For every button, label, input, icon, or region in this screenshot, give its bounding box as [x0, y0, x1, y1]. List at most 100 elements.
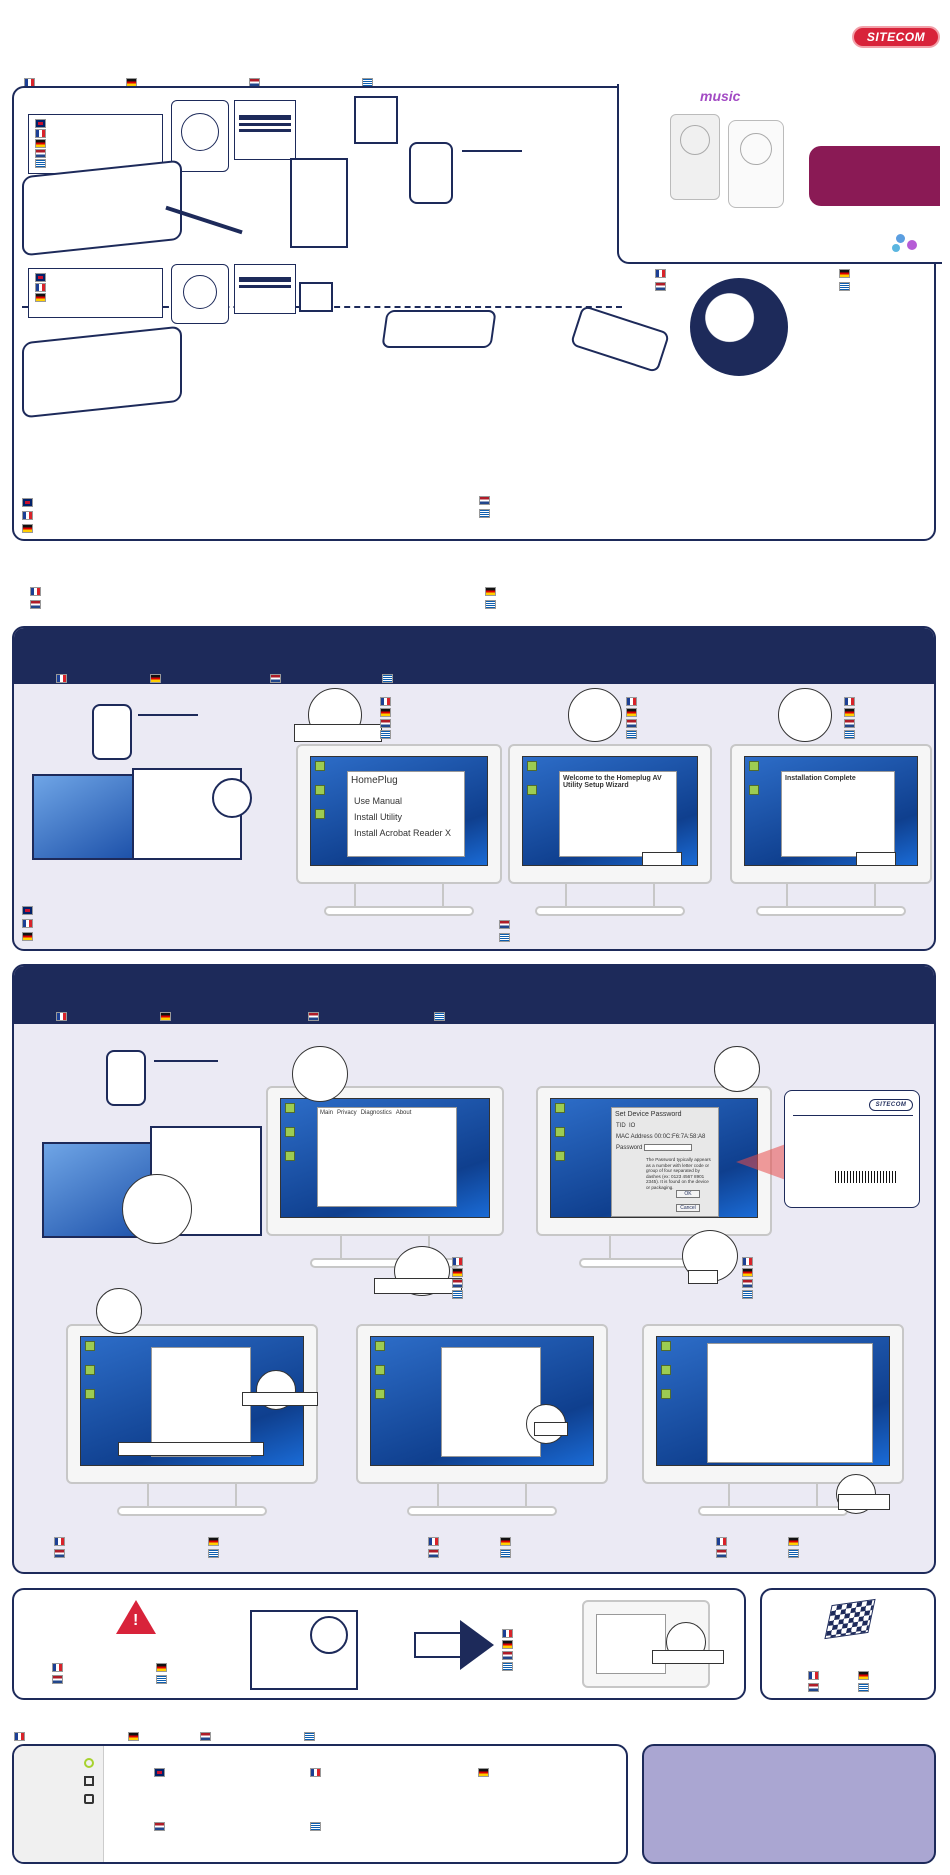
mac-label: MAC Address: [616, 1134, 653, 1140]
close-button-zoom[interactable]: [838, 1494, 890, 1510]
language-card-lower: [28, 268, 163, 318]
caption-flags-m1: [428, 1536, 439, 1560]
device-label: [234, 100, 296, 160]
finish-panel: [760, 1588, 936, 1700]
zoom-callout-main: [292, 1046, 348, 1102]
menu-install-utility[interactable]: Install Utility: [354, 812, 403, 822]
install-complete-dialog: Installation Complete: [781, 771, 895, 857]
device-front: [171, 100, 229, 172]
password-input[interactable]: [644, 1143, 693, 1151]
zoom-label-1: [294, 724, 382, 742]
homeplug-led-icon: [84, 1794, 94, 1804]
warning-flags-r: [156, 1662, 167, 1686]
barcode-icon: [835, 1171, 897, 1183]
wall-socket-lower: [299, 282, 333, 312]
decor-dots-icon: [890, 230, 926, 256]
scan-button-zoom[interactable]: [374, 1278, 462, 1294]
pc-tower: [290, 158, 348, 248]
zoom-callout-3: [778, 688, 832, 742]
globe-icon: [690, 278, 788, 376]
ok-button-zoom[interactable]: [688, 1270, 718, 1284]
mac-value: 00:0C:F6:7A:58:A8: [654, 1134, 706, 1140]
homeplug-title: HomePlug: [351, 775, 398, 786]
device-led-photo: [14, 1746, 104, 1862]
product-adapter-2: [728, 120, 784, 208]
arrow-line-pairing: [154, 1060, 218, 1062]
big-arrow-icon: [460, 1620, 494, 1670]
warning-flags-l: [52, 1662, 63, 1686]
next-button-zoom[interactable]: [642, 852, 682, 866]
arrow-body: [414, 1632, 462, 1658]
led-info-panel: [12, 1744, 628, 1864]
menu-screen-small: [582, 1600, 710, 1688]
wall-socket: [354, 96, 398, 144]
adapter-drawing: [22, 159, 182, 257]
product-adapter-1: [670, 114, 720, 200]
confirm-dialog: [441, 1347, 541, 1457]
menu-user-manual[interactable]: Use Manual: [354, 796, 403, 806]
step-flags-3: [844, 696, 855, 740]
install-screen-3: Installation Complete: [730, 744, 932, 916]
caption-flags-l2: [208, 1536, 219, 1560]
product-title-band: [809, 146, 940, 206]
install-utility-zoom[interactable]: [652, 1650, 724, 1664]
ok-button[interactable]: OK: [676, 1190, 700, 1198]
adapter-drawing-lower: [22, 325, 182, 419]
caption-flags-right: [479, 494, 490, 520]
ethernet-led-icon: [84, 1776, 94, 1786]
bottom-flags: [14, 1728, 25, 1746]
step-flags-a: [452, 1256, 463, 1300]
utility-dialog: Main Privacy Diagnostics About: [317, 1107, 457, 1207]
tab-about[interactable]: About: [395, 1110, 412, 1116]
zoom-callout-password: [714, 1046, 760, 1092]
software-install-panel: HomePlug Use Manual Install Utility Inst…: [12, 626, 936, 951]
cd-disc-icon: [212, 778, 252, 818]
arrow-line: [462, 150, 522, 152]
software-install-header: [14, 628, 934, 684]
caption-flags-m2: [500, 1536, 511, 1560]
music-word: music: [700, 88, 741, 104]
mid-flags-left: [30, 585, 41, 611]
device-label-lower: [234, 264, 296, 314]
step-flags-b: [742, 1256, 753, 1300]
confirm-ok-zoom[interactable]: [534, 1422, 568, 1436]
zoom-callout-2: [568, 688, 622, 742]
mid-flags-right: [485, 585, 496, 611]
tab-main[interactable]: Main: [320, 1110, 334, 1116]
device-serial-label: SITECOM: [784, 1090, 920, 1208]
tab-diagnostics[interactable]: Diagnostics: [360, 1110, 392, 1116]
software-caption-flags-left: [22, 904, 33, 943]
checkered-flag-icon: [824, 1598, 876, 1640]
finish-flags-r: [858, 1670, 869, 1694]
warning-step-flags: [502, 1628, 513, 1672]
menu-dialog-small: [596, 1614, 666, 1674]
modem-drawing: [569, 304, 671, 374]
homeplug-menu-dialog: HomePlug Use Manual Install Utility Inst…: [347, 771, 465, 857]
arrow-line-software: [138, 714, 198, 716]
set-password-dialog: Set Device Password TID IO MAC Address 0…: [611, 1107, 719, 1217]
caption-flags-r1: [716, 1536, 727, 1560]
powerline-adapter-pc: [92, 704, 132, 760]
set-button-zoom[interactable]: [242, 1392, 318, 1406]
cd-disc-icon-2: [310, 1616, 348, 1654]
cancel-button[interactable]: Cancel: [676, 1204, 700, 1212]
device-front-lower: [171, 264, 229, 324]
warning-icon: [116, 1600, 156, 1634]
tab-privacy[interactable]: Privacy: [337, 1110, 357, 1116]
caption-flags-l1: [54, 1536, 65, 1560]
tid-value: IO: [629, 1123, 636, 1129]
menu-install-acrobat[interactable]: Install Acrobat Reader X: [354, 828, 452, 838]
wizard-title: Welcome to the Homeplug AV Utility Setup…: [563, 775, 662, 789]
software-caption-flags-right: [499, 918, 510, 944]
powerline-adapter: [409, 142, 453, 204]
step-flags-2: [626, 696, 637, 740]
finish-button-zoom[interactable]: [856, 852, 896, 866]
network-name-zoom[interactable]: [118, 1442, 264, 1456]
password-label: Password: [616, 1145, 643, 1151]
label-logo: SITECOM: [869, 1099, 913, 1111]
password-hint: The Password typically appears as a numb…: [646, 1157, 711, 1190]
utility-screen-result: [642, 1324, 904, 1516]
troubleshooting-panel: !: [12, 1588, 746, 1700]
complete-title: Installation Complete: [785, 775, 856, 782]
zoom-callout-desktop: [122, 1174, 192, 1244]
